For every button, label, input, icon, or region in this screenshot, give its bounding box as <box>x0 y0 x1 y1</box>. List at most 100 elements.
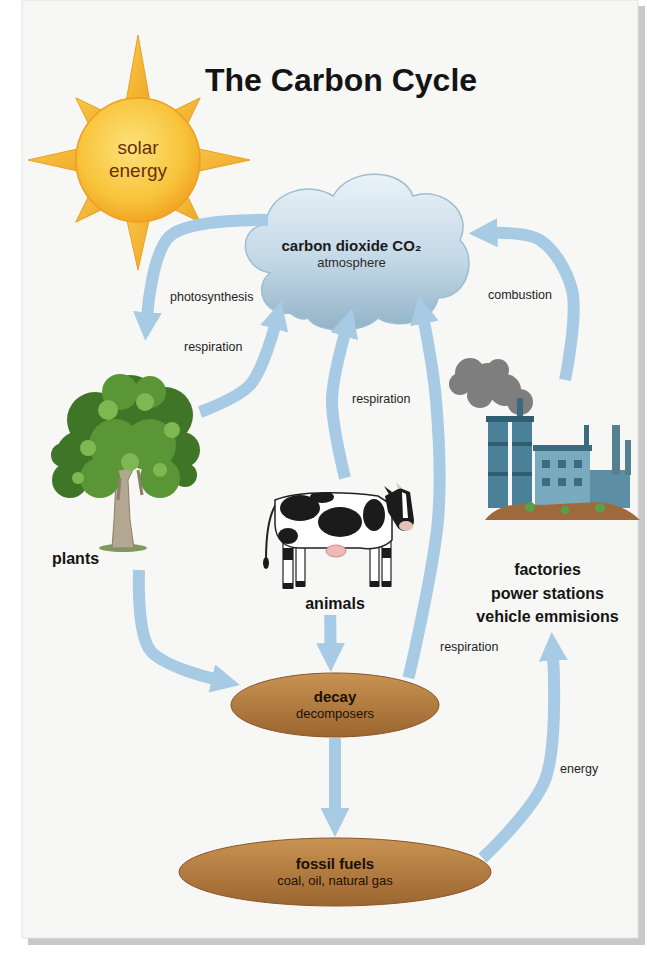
tree-illustration-part-part <box>72 472 84 484</box>
cycle-arrow <box>329 738 341 811</box>
cow-illustration-part-part <box>283 548 293 560</box>
text-group: factories power stations vehicle emmisio… <box>476 558 618 628</box>
cow-illustration-part <box>263 557 269 569</box>
cow-illustration-part <box>399 521 413 531</box>
cow-illustration-part-part <box>382 540 391 586</box>
node-label: plants <box>52 549 99 568</box>
soil-ellipse <box>179 838 491 906</box>
arrow-label: respiration <box>184 340 242 355</box>
factory-illustration-part <box>584 425 589 447</box>
cow-illustration <box>263 482 414 589</box>
tree-illustration-part-part <box>52 462 88 498</box>
atmosphere-cloud: carbon dioxide CO₂atmosphere <box>228 158 475 335</box>
tree-illustration-part <box>51 375 200 498</box>
cycle-arrow <box>332 333 345 478</box>
cycle-arrow <box>324 615 336 646</box>
cow-illustration-part-part <box>296 581 305 587</box>
arrow-label: combustion <box>488 288 552 303</box>
cow-illustration-part-part <box>283 542 293 588</box>
factory-illustration-part <box>533 445 592 451</box>
sun-core <box>76 98 200 222</box>
node-label: solar energy <box>109 137 167 183</box>
node-sublabel: coal, oil, natural gas <box>277 873 393 889</box>
poster-canvas-part <box>28 938 645 945</box>
factory-illustration-part <box>525 502 605 514</box>
arrow-label: photosynthesis <box>170 290 253 305</box>
cow-illustration-part <box>396 482 402 489</box>
factory-illustration-part <box>488 420 508 508</box>
factory-illustration-part-part <box>488 442 508 446</box>
cow-illustration-part <box>402 492 408 518</box>
node-label: carbon dioxide CO₂ <box>281 237 421 255</box>
factory-illustration-part-part <box>487 359 509 381</box>
node-sublabel: atmosphere <box>317 255 386 271</box>
text-group: fossil fuelscoal, oil, natural gas <box>277 855 393 889</box>
sun-circle: solar energy <box>76 98 200 222</box>
factory-illustration-part-part <box>558 478 566 486</box>
text-group: carbon dioxide CO₂atmosphere <box>281 237 421 271</box>
factory-illustration-part <box>542 460 582 486</box>
cycle-arrow <box>409 321 440 678</box>
factory-illustration-part <box>488 442 532 476</box>
text-line: power stations <box>476 582 618 605</box>
industry-node: factories power stations vehicle emmisio… <box>455 355 640 632</box>
soil-ellipse <box>231 673 439 737</box>
factory-illustration-part <box>486 416 510 422</box>
cow-illustration-part-part <box>370 581 379 587</box>
cow-illustration-part-part <box>318 507 362 537</box>
cow-illustration-part <box>278 491 385 544</box>
tree-illustration-part <box>80 374 180 498</box>
node-sublabel: decomposers <box>296 706 374 722</box>
text-line: vehicle emmisions <box>476 605 618 628</box>
text-group: animals <box>305 594 365 613</box>
arrow-label: respiration <box>440 640 498 655</box>
tree-illustration-part-part <box>140 458 180 498</box>
cycle-arrow <box>483 658 555 858</box>
factory-illustration-part-part <box>542 460 550 468</box>
fossil-fuels-ellipse: fossil fuelscoal, oil, natural gas <box>178 837 492 907</box>
arrow-label: energy <box>560 762 598 777</box>
tree-illustration-part-part <box>80 440 96 456</box>
tree-illustration-part-part <box>80 458 120 498</box>
tree-illustration-part <box>118 470 142 500</box>
text-group: decaydecomposers <box>296 688 374 722</box>
node-label: fossil fuels <box>296 855 374 873</box>
factory-illustration-part <box>612 425 620 475</box>
cycle-arrow <box>139 570 215 679</box>
cow-illustration-part <box>275 493 392 549</box>
factory-illustration-part-part <box>467 382 493 408</box>
cow-illustration-part-part <box>382 548 391 558</box>
tree-illustration-part-part <box>164 422 180 438</box>
cow-illustration-part-part <box>382 581 391 587</box>
factory-illustration-part-part <box>558 460 566 468</box>
factory-illustration-part <box>625 440 631 475</box>
factory-illustration-part-part <box>512 472 532 476</box>
poster-canvas-part <box>638 6 645 942</box>
cow-illustration-part <box>326 545 346 557</box>
tree-illustration-part-part <box>136 393 154 411</box>
factory-illustration-part-part <box>561 506 569 514</box>
text-group: plants <box>52 549 99 568</box>
factory-illustration-part-part <box>525 502 535 512</box>
text-line: factories <box>476 558 618 581</box>
plants-node: plants <box>40 340 205 570</box>
tree-illustration-part-part <box>153 463 167 477</box>
cow-illustration-part-part <box>310 491 334 503</box>
decay-ellipse: decaydecomposers <box>230 672 440 738</box>
factory-illustration-part-part <box>595 503 605 513</box>
node-label: factories power stations vehicle emmisio… <box>476 558 618 628</box>
tree-illustration-part <box>72 393 180 484</box>
arrow-label: respiration <box>352 392 410 407</box>
cow-illustration-part-part <box>278 528 298 544</box>
diagram-title: The Carbon Cycle <box>205 62 477 99</box>
cow-illustration-part-part <box>283 583 293 589</box>
cycle-arrow <box>495 233 574 380</box>
tree-illustration <box>51 374 200 552</box>
factory-illustration-part-part <box>512 442 532 446</box>
factory-illustration-part-part <box>574 460 582 468</box>
cow-illustration-part <box>384 486 392 496</box>
